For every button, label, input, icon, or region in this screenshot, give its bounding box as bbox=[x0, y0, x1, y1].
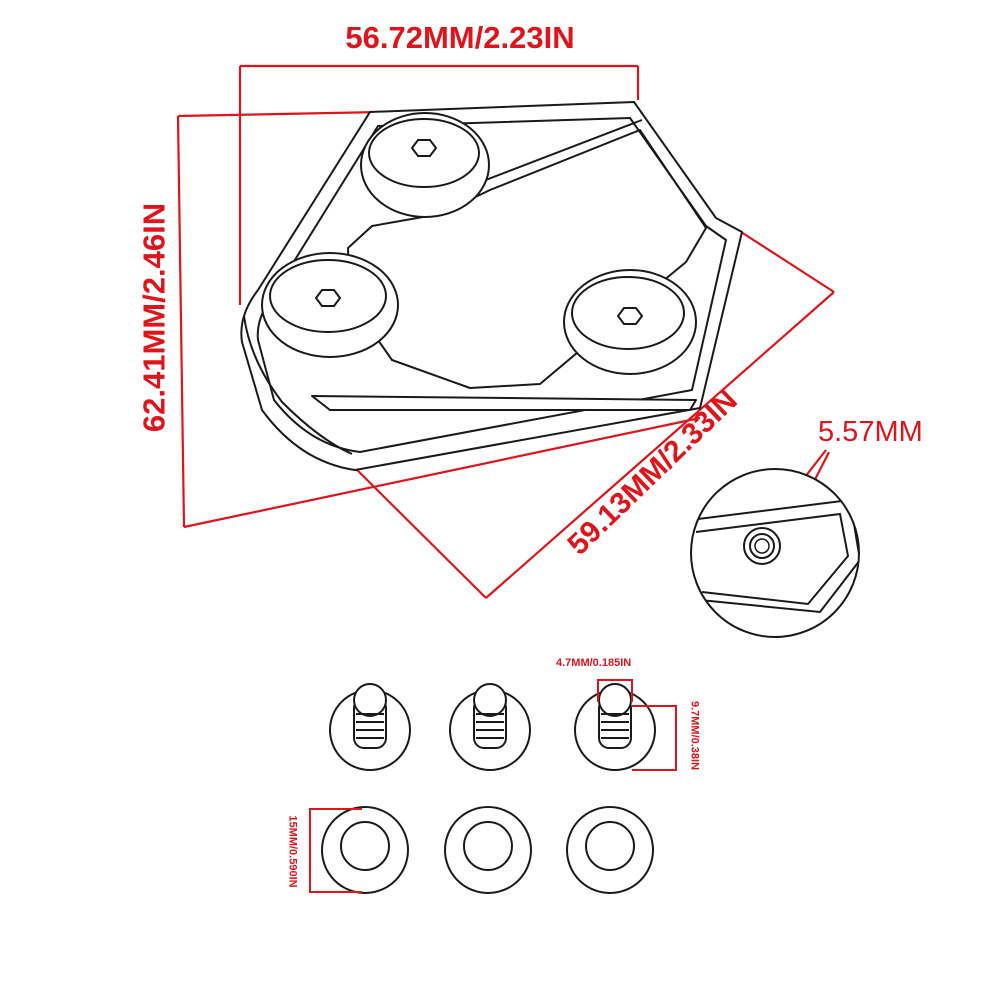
height-dimension-line bbox=[176, 115, 186, 528]
bolt-tip bbox=[598, 683, 632, 717]
detail-plate-edge bbox=[691, 498, 859, 614]
plate-bevel bbox=[256, 117, 727, 453]
plate-outline bbox=[240, 101, 743, 471]
plate-edge bbox=[243, 315, 353, 455]
bolt-dimension-brackets bbox=[597, 679, 677, 771]
washer-diameter-label: 15MM/0.590IN bbox=[286, 815, 299, 888]
height-extension-bottom bbox=[183, 416, 701, 529]
bolt-length-bracket bbox=[632, 705, 677, 771]
bolt-thread bbox=[356, 713, 384, 739]
hex-socket-icon bbox=[616, 307, 644, 325]
bolt-2 bbox=[449, 683, 531, 771]
boss-top bbox=[360, 112, 490, 218]
detail-plate-bevel bbox=[695, 512, 850, 606]
hole-detail bbox=[690, 468, 860, 638]
side-stand-plate bbox=[240, 101, 743, 471]
bolt-length-label: 9.7MM/0.38IN bbox=[688, 700, 701, 771]
washer-diameter-bracket bbox=[309, 808, 362, 893]
washer-inner bbox=[340, 821, 390, 871]
boss-right bbox=[563, 269, 697, 375]
hole-label: 5.57MM bbox=[818, 416, 923, 448]
bolt-diameter-label: 4.7MM/0.185IN bbox=[556, 657, 632, 669]
boss-right-face bbox=[571, 276, 685, 350]
bolt-3 bbox=[574, 683, 656, 771]
detail-hole-thread bbox=[754, 538, 770, 554]
washer-inner bbox=[463, 821, 513, 871]
washer-inner bbox=[585, 821, 635, 871]
plate-ridge bbox=[469, 119, 643, 187]
boss-left bbox=[261, 252, 399, 358]
height-extension-top bbox=[177, 110, 383, 118]
bolt-tip bbox=[473, 683, 507, 717]
bolt-tip bbox=[353, 683, 387, 717]
washer-3 bbox=[566, 806, 654, 894]
washer-1 bbox=[321, 806, 409, 894]
detail-hole-inner bbox=[749, 533, 775, 559]
bolt-1 bbox=[329, 683, 411, 771]
bolt-thread bbox=[601, 713, 629, 739]
boss-top-face bbox=[368, 118, 480, 188]
washer-2 bbox=[444, 806, 532, 894]
diagonal-extension-right bbox=[737, 229, 835, 293]
diagonal-dimension-line bbox=[485, 291, 835, 599]
width-label: 56.72MM/2.23IN bbox=[345, 20, 575, 55]
dimension-lines bbox=[176, 64, 835, 599]
hex-socket-icon bbox=[314, 289, 342, 307]
hex-socket-icon bbox=[410, 139, 438, 157]
boss-left-face bbox=[269, 259, 387, 333]
diagonal-extension-left bbox=[344, 457, 487, 599]
height-label: 62.41MM/2.46IN bbox=[136, 202, 172, 433]
bolt-diameter-bracket bbox=[597, 679, 633, 702]
bolt-thread bbox=[476, 713, 504, 739]
plate-rib bbox=[311, 395, 697, 411]
